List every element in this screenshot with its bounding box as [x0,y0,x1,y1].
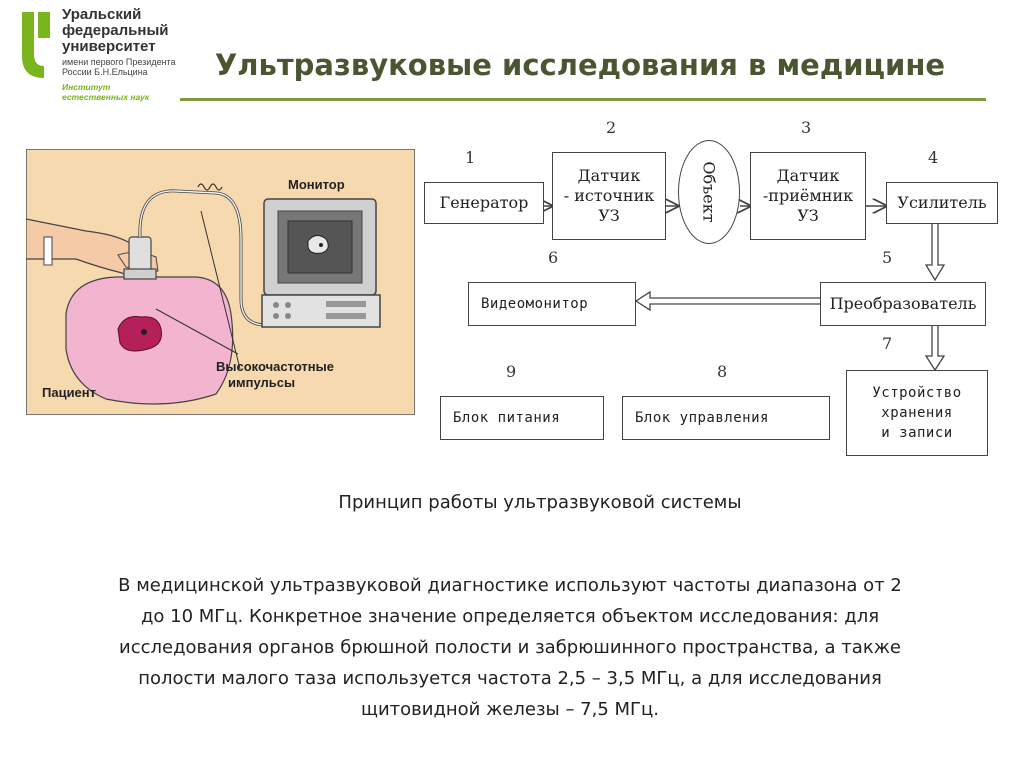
title-divider [180,98,986,101]
page-title: Ультразвуковые исследования в медицине [214,48,946,82]
node-storage-line3: и записи [881,425,953,441]
node-receiver-transducer: Датчик -приёмник УЗ [750,152,866,240]
node-number-2: 2 [606,118,617,137]
logo-institute-line1: Институт [62,82,111,92]
node-generator-label: Генератор [439,193,529,212]
node-storage-line1: Устройство [872,385,962,401]
node-amplifier-label: Усилитель [897,193,987,212]
body-line5: щитовидной железы – 7,5 МГц. [360,699,660,720]
logo-text-line3: университет [62,38,156,55]
node-receiver-line2: -приёмник [762,186,854,205]
node-receiver-line3: УЗ [797,206,819,225]
body-line3: исследования органов брюшной полости и з… [119,637,901,658]
node-receiver-line1: Датчик [776,166,840,185]
logo-subtitle-line1: имени первого Президента [62,57,176,67]
node-generator: Генератор [424,182,544,224]
node-converter: Преобразователь [820,282,986,326]
node-control-unit: Блок управления [622,396,830,440]
node-number-1: 1 [465,148,476,167]
node-source-line1: Датчик [577,166,641,185]
diagram-connectors [420,110,946,372]
node-video-monitor-label: Видеомонитор [481,296,589,312]
body-paragraph: В медицинской ультразвуковой диагностике… [60,570,960,725]
node-amplifier: Усилитель [886,182,998,224]
node-object-label: Объект [700,161,719,223]
ultrasound-illustration: Монитор Пациент Высокочастотные импульсы [26,149,415,415]
pulses-label-line2: импульсы [228,375,295,390]
node-video-monitor: Видеомонитор [468,282,636,326]
node-number-9: 9 [506,362,517,381]
logo-text-line2: федеральный [62,22,169,39]
node-number-3: 3 [801,118,812,137]
node-number-8: 8 [717,362,728,381]
node-source-line3: УЗ [598,206,620,225]
node-number-4: 4 [928,148,939,167]
logo-text-line1: Уральский [62,6,142,23]
patient-label: Пациент [42,385,96,400]
node-power-supply-label: Блок питания [453,410,561,426]
logo-subtitle-line2: России Б.Н.Ельцина [62,67,148,77]
university-logo-icon [22,12,50,78]
pulses-label-line1: Высокочастотные [216,359,334,374]
node-power-supply: Блок питания [440,396,604,440]
node-control-unit-label: Блок управления [635,410,769,426]
node-object: Объект [678,140,740,244]
node-converter-label: Преобразователь [829,294,977,313]
logo-institute-line2: естественных наук [62,92,150,102]
node-source-transducer: Датчик - источник УЗ [552,152,666,240]
node-storage-device: Устройство хранения и записи [846,370,988,456]
node-source-line2: - источник [563,186,655,205]
body-line1: В медицинской ультразвуковой диагностике… [118,575,902,596]
node-number-6: 6 [548,248,559,267]
body-line2: до 10 МГц. Конкретное значение определяе… [140,606,880,627]
node-number-5: 5 [882,248,893,267]
node-number-7: 7 [882,334,893,353]
body-line4: полости малого таза используется частота… [138,668,882,689]
node-storage-line2: хранения [881,405,953,421]
monitor-label: Монитор [288,177,345,192]
diagram-caption: Принцип работы ультразвуковой системы [338,492,742,513]
